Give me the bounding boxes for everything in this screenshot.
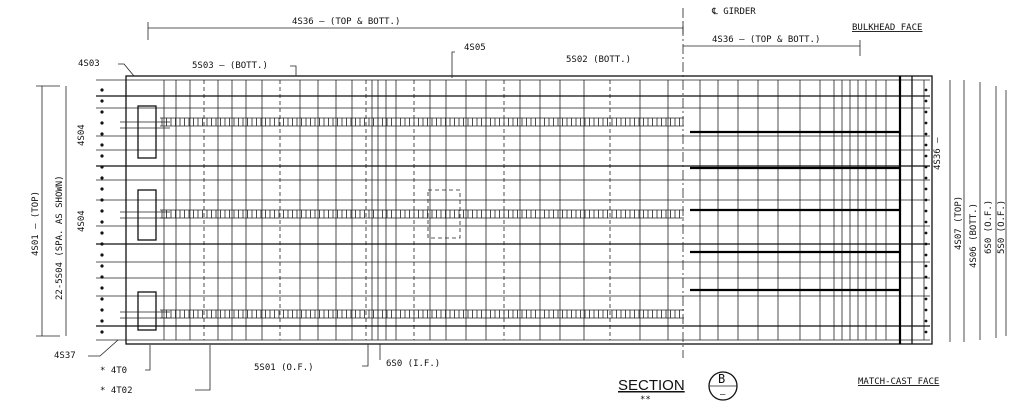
rebar-dot xyxy=(924,330,928,334)
rebar-dot xyxy=(100,319,104,323)
rebar-dot xyxy=(100,176,104,180)
mark-6s0: 6S0 (I.F.) xyxy=(386,359,440,369)
rebar-dot xyxy=(924,209,928,213)
rebar-dot xyxy=(100,330,104,334)
rebar-dot xyxy=(100,242,104,246)
right-top-dim-label: 4S36 — (TOP & BOTT.) xyxy=(712,35,820,45)
mark-4s03: 4S03 xyxy=(78,59,100,69)
anchor-block-bot xyxy=(120,291,170,331)
rebar-dot xyxy=(100,154,104,158)
girder-outline xyxy=(125,75,933,345)
mark-4s05: 4S05 xyxy=(464,43,486,53)
rebar-dot xyxy=(924,99,928,103)
rebar-dot xyxy=(100,187,104,191)
rebar-dot xyxy=(100,143,104,147)
rebar-dot xyxy=(100,198,104,202)
rebar-dot xyxy=(924,165,928,169)
anchor-block-top xyxy=(120,105,170,159)
leader-lines xyxy=(88,51,455,391)
rebar-dot xyxy=(100,264,104,268)
mark-4t0: * 4T0 xyxy=(100,366,127,376)
section-word: SECTION xyxy=(618,377,685,394)
mark-5s03: 5S03 — (BOTT.) xyxy=(192,61,268,71)
rebar-dot xyxy=(924,132,928,136)
right-mark-4s07: 4S07 (TOP) xyxy=(954,196,964,250)
rebar-dot xyxy=(100,286,104,290)
match-cast-face-label: MATCH-CAST FACE xyxy=(858,377,939,387)
rebar-dot xyxy=(100,231,104,235)
rebar-dot xyxy=(100,209,104,213)
rebar-dot xyxy=(924,143,928,147)
bulkhead-face-label: BULKHEAD FACE xyxy=(852,23,922,33)
rebar-dot xyxy=(100,297,104,301)
rebar-dot xyxy=(924,264,928,268)
section-letter: B xyxy=(718,372,725,386)
rebar-dot xyxy=(924,176,928,180)
anchor-block-mid xyxy=(120,189,170,241)
left-inner-dim-label: 22-5S04 (SPA. AS SHOWN) xyxy=(55,175,65,300)
mark-4s04-upper: 4S04 xyxy=(77,124,87,146)
mark-4s04-lower: 4S04 xyxy=(77,210,87,232)
right-mark-4s36: 4S36 — xyxy=(933,137,943,170)
rebar-dot xyxy=(924,154,928,158)
rebar-dot xyxy=(100,110,104,114)
rebar-dot xyxy=(924,121,928,125)
right-mark-5s0: 5S0 (O.F.) xyxy=(997,200,1007,254)
tendon-duct-strands xyxy=(160,117,684,319)
rebar-dot xyxy=(100,253,104,257)
rebar-dot xyxy=(924,275,928,279)
rebar-dot xyxy=(924,198,928,202)
girder-cl-label: ℄ GIRDER xyxy=(711,7,756,17)
rebar-dot xyxy=(924,253,928,257)
right-mark-6s0: 6S0 (O.F.) xyxy=(984,200,994,254)
rebar-dot xyxy=(100,88,104,92)
top-center-dimension xyxy=(147,22,684,40)
block-out-box xyxy=(427,189,461,239)
rebar-dot xyxy=(924,308,928,312)
rebar-dot xyxy=(924,242,928,246)
rebar-dot xyxy=(100,275,104,279)
rebar-dot xyxy=(924,110,928,114)
right-mark-4s06: 4S06 (BOTT.) xyxy=(969,203,979,268)
rebar-dot xyxy=(100,99,104,103)
left-outer-dim-label: 4S01 — (TOP) xyxy=(31,191,41,256)
right-top-dimension xyxy=(683,40,861,56)
mark-5s01: 5S01 (O.F.) xyxy=(254,363,314,373)
rebar-dot xyxy=(924,297,928,301)
rebar-dot xyxy=(924,286,928,290)
rebar-dot xyxy=(924,187,928,191)
rebar-dot xyxy=(100,220,104,224)
rebar-dot xyxy=(924,231,928,235)
section-title: SECTION B – ** xyxy=(618,371,738,405)
rebar-dot xyxy=(924,220,928,224)
rebar-dot xyxy=(100,308,104,312)
section-sheet: – xyxy=(720,390,726,400)
horizontal-rebar-lines xyxy=(96,79,930,341)
rebar-dot xyxy=(924,319,928,323)
mark-4s37: 4S37 xyxy=(54,351,76,361)
rebar-dot xyxy=(100,132,104,136)
rebar-dot xyxy=(100,121,104,125)
left-outer-dimension xyxy=(36,85,60,337)
top-center-dim-label: 4S36 — (TOP & BOTT.) xyxy=(292,17,400,27)
section-note: ** xyxy=(640,395,651,405)
rebar-dot xyxy=(924,88,928,92)
rebar-dot xyxy=(100,165,104,169)
right-dimension-lines xyxy=(949,80,1007,342)
rebar-dots xyxy=(100,88,928,334)
mark-4t02: * 4T02 xyxy=(100,386,133,396)
mark-5s02: 5S02 (BOTT.) xyxy=(566,55,631,65)
